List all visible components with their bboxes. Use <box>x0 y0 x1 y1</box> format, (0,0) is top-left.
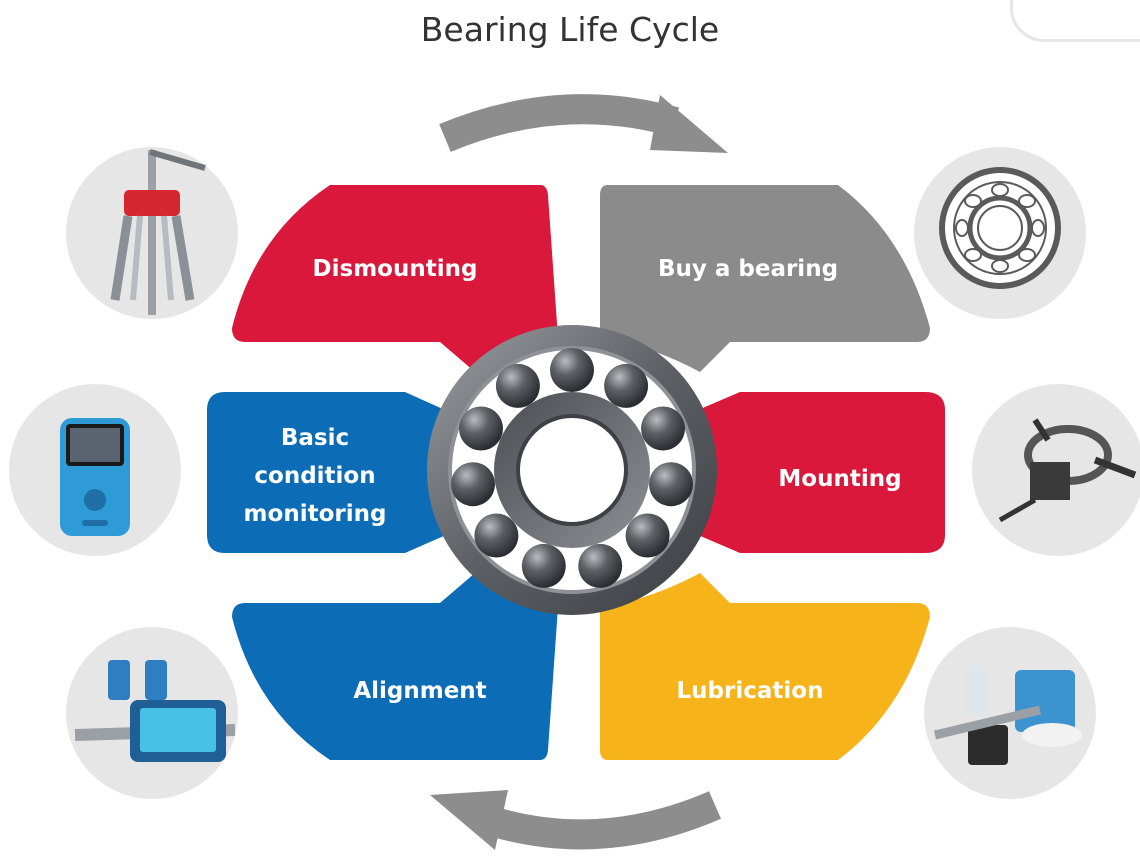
bearing-balls <box>451 348 693 588</box>
stage-label-monitoring-line3: monitoring <box>244 501 387 527</box>
stage-petal-alignment <box>232 573 558 760</box>
bearing-ball <box>521 543 566 588</box>
stage-petal-monitoring <box>207 392 446 553</box>
handheld-monitor-icon <box>60 418 130 536</box>
stage-label-buy: Buy a bearing <box>658 256 838 282</box>
stage-label-monitoring-line1: Basic <box>281 425 349 451</box>
bearing-ball <box>641 406 685 451</box>
alignment-tool-icon <box>74 660 236 762</box>
induction-heater-icon <box>998 418 1137 523</box>
bottom-arrow-shaft <box>483 791 721 850</box>
photo-circle-monitoring <box>9 384 181 556</box>
bearing-ball <box>649 462 693 507</box>
stage-petal-mounting <box>698 392 945 553</box>
top-arrow-shaft <box>439 94 680 152</box>
bearing-puller-icon <box>110 149 206 315</box>
stage-label-monitoring-line2: condition <box>254 463 375 489</box>
photo-circle-mounting <box>972 384 1140 556</box>
bearing-ball <box>604 363 649 408</box>
bottom-arrow-head <box>430 790 508 850</box>
bearing-ball <box>550 348 594 392</box>
diagram-title: Bearing Life Cycle <box>420 10 720 49</box>
top-arrow-head <box>650 95 728 153</box>
bearing-ball <box>578 543 623 588</box>
stage-petal-buy <box>600 185 930 372</box>
bearing-ball <box>474 513 519 558</box>
bearing-ball <box>451 462 495 507</box>
bearing-ball <box>625 513 670 558</box>
photo-circle-dismounting <box>66 147 238 319</box>
center-bearing <box>427 325 717 615</box>
stage-label-mounting: Mounting <box>778 466 901 492</box>
photo-circle-buy <box>914 147 1086 319</box>
bearing-bore <box>516 414 628 526</box>
lubricant-icon <box>933 665 1082 765</box>
top-cycle-arrow <box>439 94 728 153</box>
bearing-ball <box>495 363 540 408</box>
corner-decoration <box>1010 0 1140 42</box>
stage-label-dismounting: Dismounting <box>313 256 478 282</box>
stage-label-lubrication: Lubrication <box>677 678 824 704</box>
bottom-cycle-arrow <box>430 790 721 850</box>
stage-label-alignment: Alignment <box>353 678 486 704</box>
bearing-icon <box>939 167 1061 289</box>
bearing-ball <box>459 406 503 451</box>
stage-petal-lubrication <box>600 573 930 760</box>
photo-circle-lubrication <box>924 627 1096 799</box>
photo-circle-alignment <box>66 627 238 799</box>
stage-petal-dismounting <box>232 185 558 372</box>
